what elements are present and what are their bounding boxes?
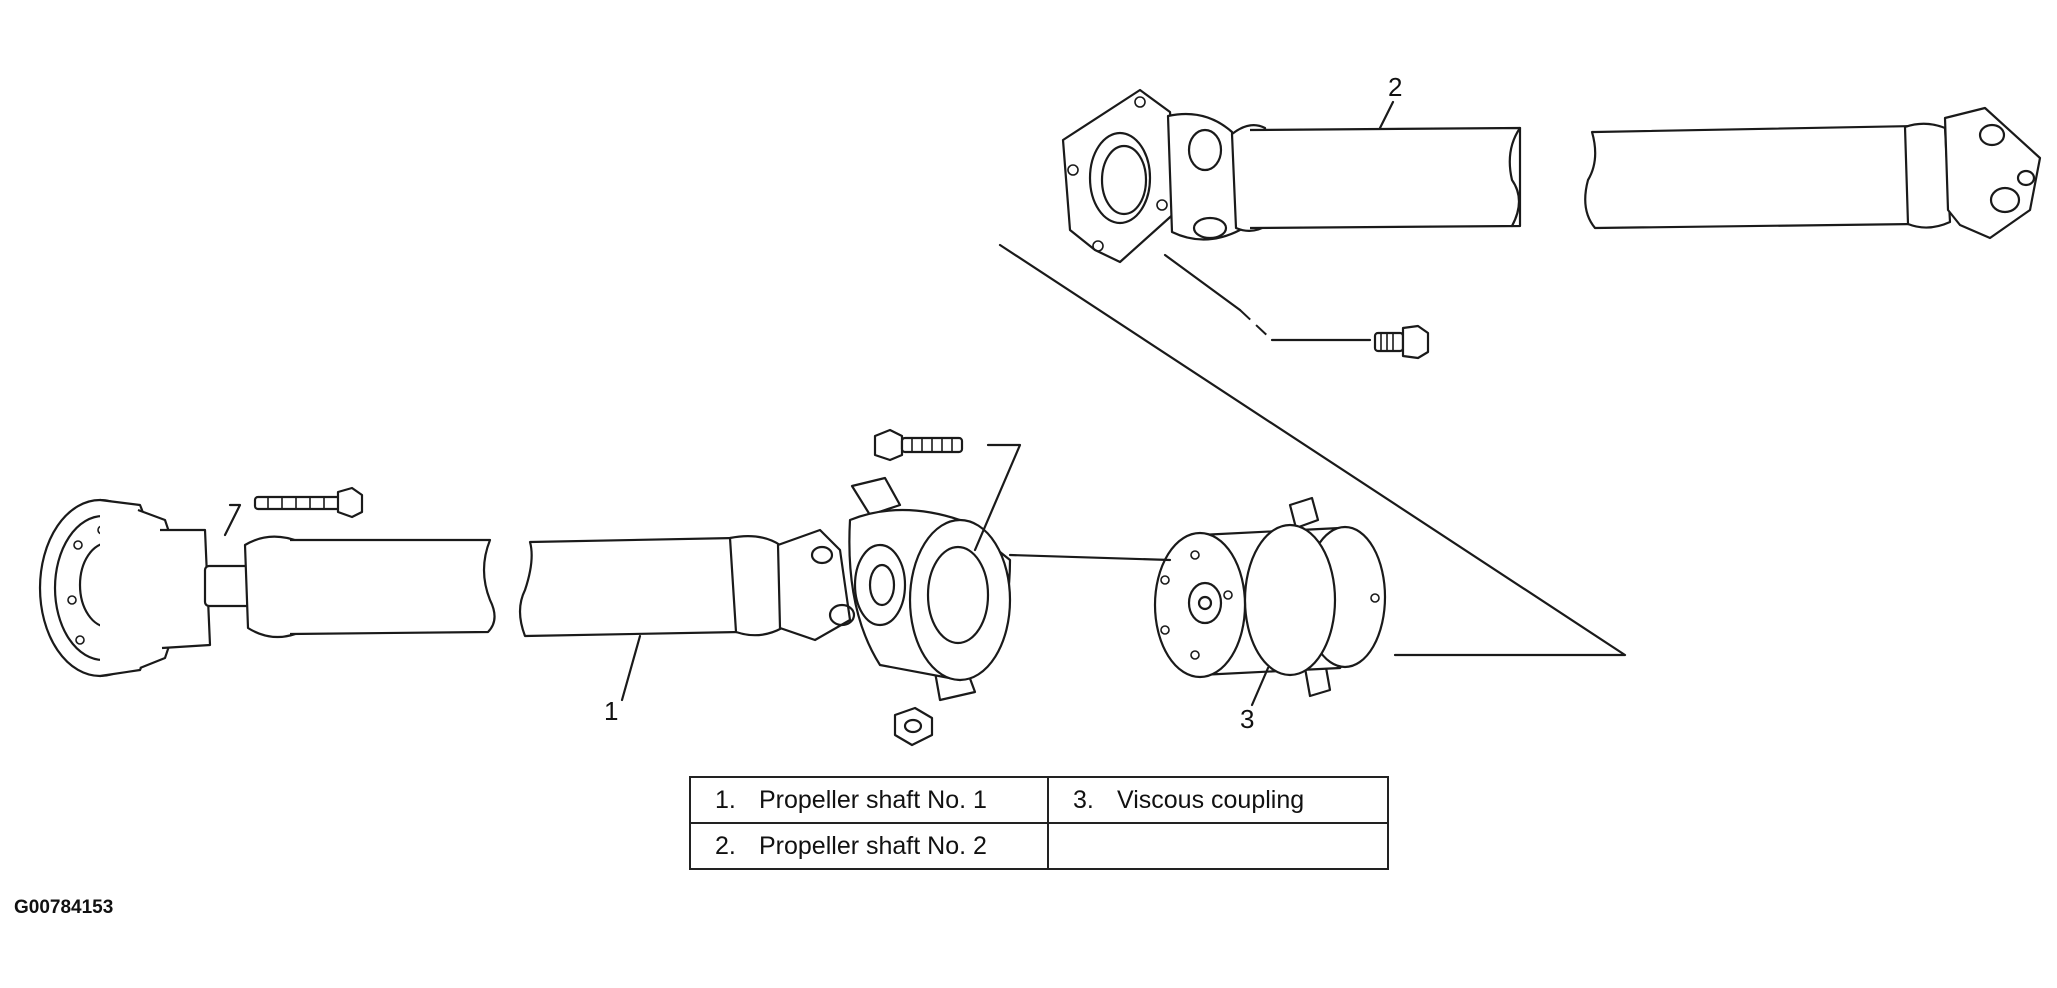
callout-2: 2 <box>1388 72 1402 102</box>
propeller-shaft-no2 <box>1061 88 2042 264</box>
center-bearing-nut <box>893 706 934 747</box>
legend-cell: 3. Viscous coupling <box>1047 776 1389 824</box>
viscous-coupling <box>1153 496 1387 698</box>
legend-cell-empty <box>1047 822 1389 870</box>
legend-label: Propeller shaft No. 2 <box>759 831 987 860</box>
center-bearing-bolt <box>873 428 964 462</box>
legend-row: 1. Propeller shaft No. 1 3. Viscous coupli… <box>689 776 1389 824</box>
legend-row: 2. Propeller shaft No. 2 <box>689 822 1389 870</box>
legend-label: Viscous coupling <box>1117 785 1305 814</box>
legend-number: 3. <box>1073 785 1094 814</box>
legend-cell: 1. Propeller shaft No. 1 <box>689 776 1049 824</box>
callout-1: 1 <box>604 696 618 726</box>
legend-number: 1. <box>715 785 736 814</box>
figure-code: G00784153 <box>14 897 114 918</box>
legend-label: Propeller shaft No. 1 <box>759 785 987 814</box>
legend-cell: 2. Propeller shaft No. 2 <box>689 822 1049 870</box>
propeller-shaft-no1 <box>38 498 856 678</box>
parts-legend-table: 1. Propeller shaft No. 1 3. Viscous coupli… <box>689 776 1389 870</box>
callout-3: 3 <box>1240 704 1254 734</box>
front-flange-bolt <box>253 486 364 519</box>
legend-number: 2. <box>715 831 736 860</box>
center-bearing <box>848 476 1012 702</box>
flange-bolt <box>1373 324 1430 360</box>
